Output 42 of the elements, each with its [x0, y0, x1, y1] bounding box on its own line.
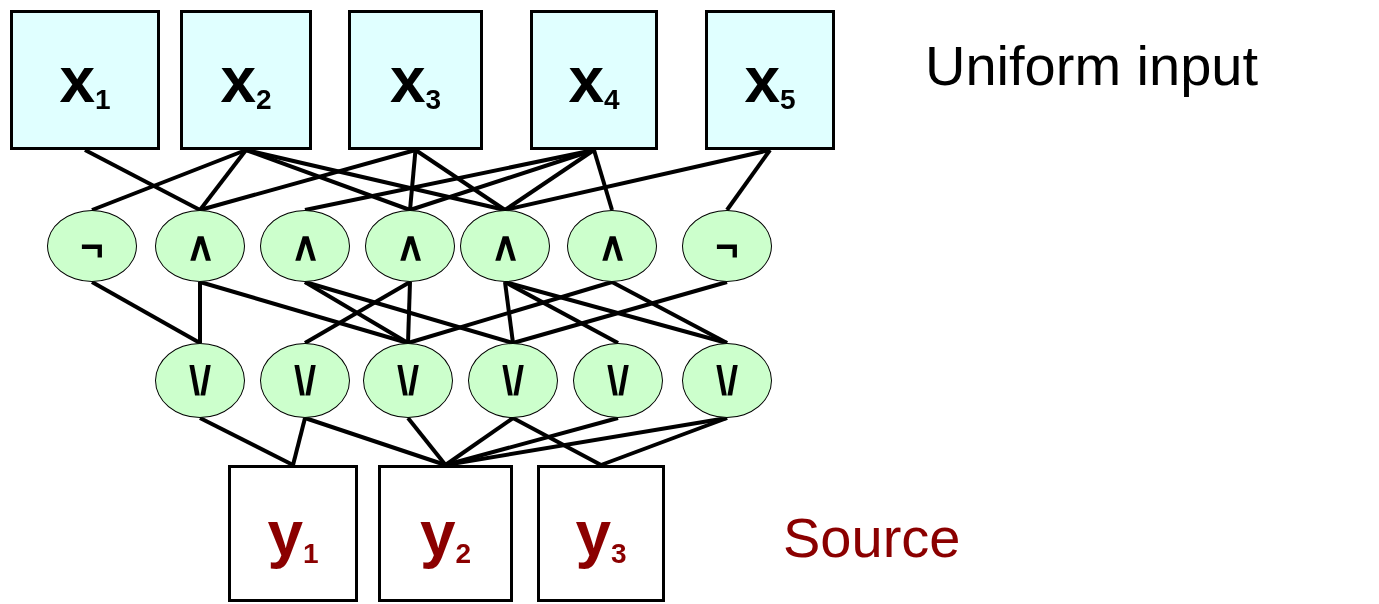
connector-line: [600, 416, 728, 467]
connector-line: [611, 280, 728, 345]
connector-line: [291, 417, 307, 466]
connector-line: [503, 281, 515, 344]
input-box: [348, 10, 483, 150]
operator-symbol: ¬: [80, 226, 104, 266]
connector-line: [406, 281, 412, 344]
connector-line: [304, 280, 514, 345]
connector-line: [407, 280, 613, 345]
connector-line: [592, 149, 614, 211]
input-box: [180, 10, 312, 150]
variable-label: x$_{1}$: [59, 48, 111, 112]
output-box: [228, 465, 358, 602]
input-box: [530, 10, 658, 150]
operator-symbol: \/: [501, 360, 525, 401]
connector-line: [91, 280, 201, 345]
output-box: [537, 465, 665, 602]
side-label: Source: [783, 510, 961, 566]
variable-label: x$_{2}$: [220, 48, 272, 112]
variable-label: x$_{3}$: [389, 48, 442, 112]
operator-symbol: \/: [293, 360, 317, 401]
connector-line: [198, 282, 202, 343]
operator-symbol: \/: [396, 360, 420, 401]
connector-line: [408, 149, 418, 211]
output-box: [378, 465, 513, 602]
operator-symbol: ¬: [715, 226, 739, 266]
operator-symbol: \/: [606, 360, 630, 401]
operator-symbol: ∧: [185, 226, 215, 266]
operator-symbol: ∧: [290, 226, 320, 266]
connector-line: [512, 416, 602, 467]
input-box: [10, 10, 160, 150]
operator-symbol: \/: [188, 360, 212, 401]
connector-line: [84, 148, 201, 212]
input-box: [705, 10, 835, 150]
operator-symbol: ∧: [395, 226, 425, 266]
connector-line: [725, 148, 772, 212]
variable-label: x$_{5}$: [744, 48, 796, 112]
operator-symbol: ∧: [490, 226, 520, 266]
variable-label: x$_{4}$: [568, 48, 620, 112]
operator-symbol: ∧: [597, 226, 627, 266]
operator-symbol: \/: [715, 360, 739, 401]
connector-line: [199, 416, 294, 467]
